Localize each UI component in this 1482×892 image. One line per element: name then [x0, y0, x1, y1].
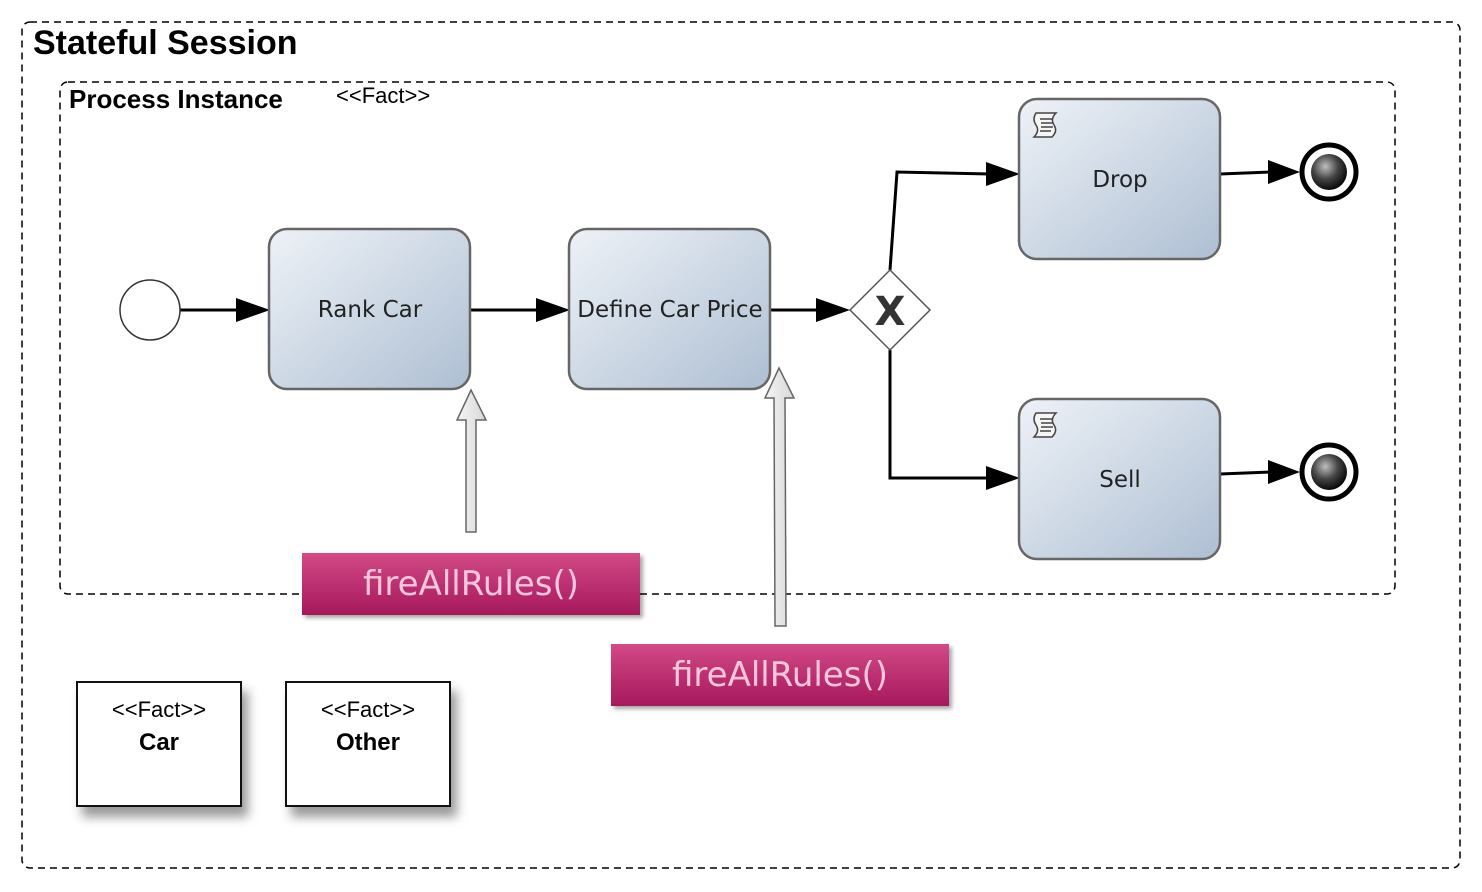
flow-define-price-to-gateway-arrow [816, 298, 850, 322]
stateful-session-container [21, 21, 1461, 869]
session-title: Stateful Session [33, 24, 298, 62]
process-stereotype-label: <<Fact>> [336, 83, 431, 108]
end-event-sell[interactable] [1299, 442, 1359, 502]
task-define-car-price[interactable] [567, 227, 772, 391]
gateway-x-icon: X [875, 289, 906, 335]
fire-all-rules-label: fireAllRules() [363, 564, 579, 604]
task-sell-label: Sell [1099, 467, 1141, 493]
flow-start-to-rank-car-arrow [236, 298, 270, 322]
fire-all-rules-label: fireAllRules() [672, 655, 888, 695]
sequence-flows [180, 160, 1300, 490]
fact-car[interactable]: <<Fact>> Car [76, 681, 242, 807]
start-event[interactable] [119, 279, 181, 341]
fire-all-rules-button-2[interactable]: fireAllRules() [611, 644, 949, 706]
fire-all-rules-button-1[interactable]: fireAllRules() [302, 553, 640, 615]
fact-stereotype: <<Fact>> [320, 697, 416, 722]
fact-name: Other [335, 729, 400, 756]
fire-call-arrow-define-price [763, 366, 796, 627]
flow-drop-to-end-arrow [1268, 160, 1300, 184]
fire-call-arrow-rank-car [455, 388, 488, 533]
task-rank-car[interactable] [267, 227, 472, 391]
task-sell[interactable] [1017, 397, 1222, 561]
task-define-car-price-label: Define Car Price [577, 297, 763, 323]
process-instance-container [59, 81, 1396, 595]
fact-stereotype: <<Fact>> [111, 697, 207, 722]
process-instance-title: Process Instance [69, 84, 283, 114]
exclusive-gateway[interactable] [848, 268, 932, 352]
flow-gateway-to-drop-arrow [986, 162, 1020, 186]
end-event-drop[interactable] [1299, 142, 1359, 202]
script-icon [1032, 112, 1058, 138]
flow-rank-car-to-define-price-arrow [536, 298, 570, 322]
task-drop[interactable] [1017, 97, 1222, 261]
task-rank-car-label: Rank Car [317, 297, 423, 323]
flow-gateway-to-drop[interactable] [888, 170, 991, 271]
flow-sell-to-end-arrow [1268, 460, 1300, 484]
flow-drop-to-end[interactable] [1219, 170, 1273, 176]
fact-other[interactable]: <<Fact>> Other [285, 681, 451, 807]
flow-gateway-to-sell-arrow [986, 466, 1020, 490]
flow-gateway-to-sell[interactable] [888, 350, 990, 480]
task-drop-label: Drop [1092, 167, 1148, 193]
script-icon [1032, 412, 1058, 438]
fact-name: Car [138, 729, 180, 756]
flow-sell-to-end[interactable] [1219, 470, 1273, 476]
